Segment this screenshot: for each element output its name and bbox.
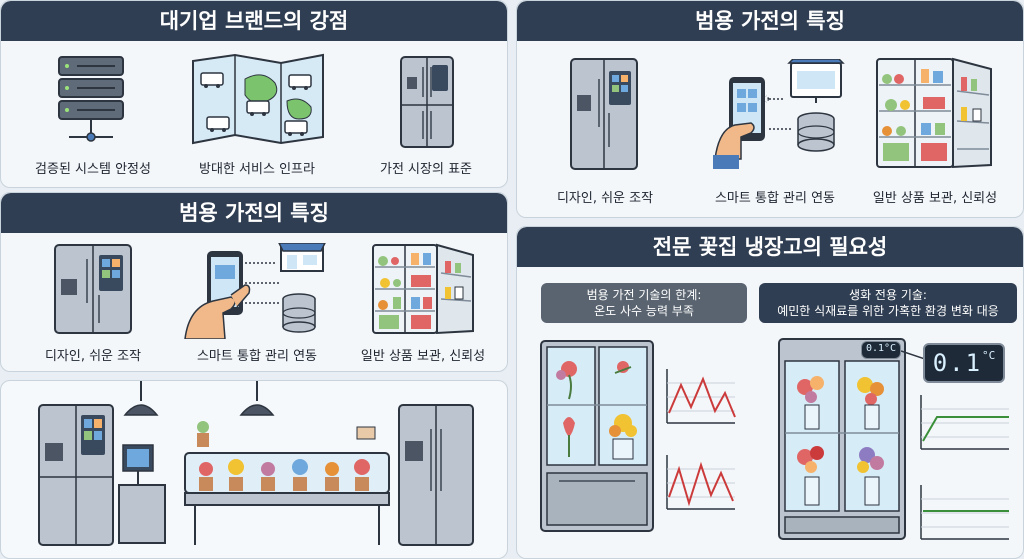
- general-left-caption-2: 스마트 통합 관리 연동: [196, 349, 318, 364]
- glass-fridge-general-icon: [540, 340, 654, 532]
- general-top-caption-1: 디자인, 쉬운 조작: [556, 191, 654, 206]
- specialized-panel: 전문 꽃집 냉장고의 필요성 범용 가전 기술의 한계: 온도 사수 능력 부족…: [516, 226, 1024, 559]
- large-temperature-unit: °C: [982, 349, 996, 362]
- strengths-panel: 대기업 브랜드의 강점 검증된 시스템 안정성 방: [0, 0, 508, 188]
- open-fridge-icon: [372, 243, 474, 335]
- large-temperature-value: 0.1: [932, 349, 983, 377]
- general-left-title: 범용 가전의 특징: [1, 193, 507, 233]
- smart-fridge-icon: [570, 58, 638, 170]
- smart-fridge-icon: [54, 244, 132, 334]
- strengths-title: 대기업 브랜드의 강점: [1, 1, 507, 41]
- general-top-caption-2: 스마트 통합 관리 연동: [714, 191, 836, 206]
- strengths-caption-1: 검증된 시스템 안정성: [35, 162, 151, 177]
- stable-temperature-graph: [920, 395, 1009, 540]
- flower-shop-scene: [0, 380, 508, 559]
- server-rack-icon: [58, 56, 124, 142]
- specialized-title: 전문 꽃집 냉장고의 필요성: [517, 227, 1023, 267]
- smartphone-store-icon: [184, 243, 326, 339]
- small-temperature-display: 0.1°C: [861, 341, 901, 359]
- flower-shop-illustration: [38, 381, 474, 546]
- glass-fridge-dedicated-icon: [778, 338, 906, 540]
- service-map-icon: [192, 53, 324, 145]
- general-left-caption-1: 디자인, 쉬운 조작: [44, 349, 142, 364]
- dedicated-label: 생화 전용 기술: 예민한 식재료를 위한 가혹한 환경 변화 대응: [759, 283, 1017, 324]
- unstable-temperature-graph: [666, 369, 736, 510]
- general-top-caption-3: 일반 상품 보관, 신뢰성: [872, 191, 998, 206]
- large-temperature-display: 0.1°C: [923, 343, 1005, 383]
- general-top-title: 범용 가전의 특징: [517, 1, 1023, 41]
- general-panel-top: 범용 가전의 특징 디자인, 쉬운 조작 스마트 통합 관리 연동: [516, 0, 1024, 218]
- limit-label: 범용 가전 기술의 한계: 온도 사수 능력 부족: [541, 283, 747, 324]
- general-panel-left: 범용 가전의 특징 디자인, 쉬운 조작 스마트 통합 관리 연동: [0, 192, 508, 372]
- strengths-caption-3: 가전 시장의 표준: [380, 162, 472, 177]
- strengths-caption-2: 방대한 서비스 인프라: [199, 162, 315, 177]
- smartphone-store-icon: [713, 59, 845, 169]
- refrigerator-icon: [400, 56, 454, 148]
- open-fridge-icon: [876, 57, 992, 169]
- general-left-caption-3: 일반 상품 보관, 신뢰성: [360, 349, 486, 364]
